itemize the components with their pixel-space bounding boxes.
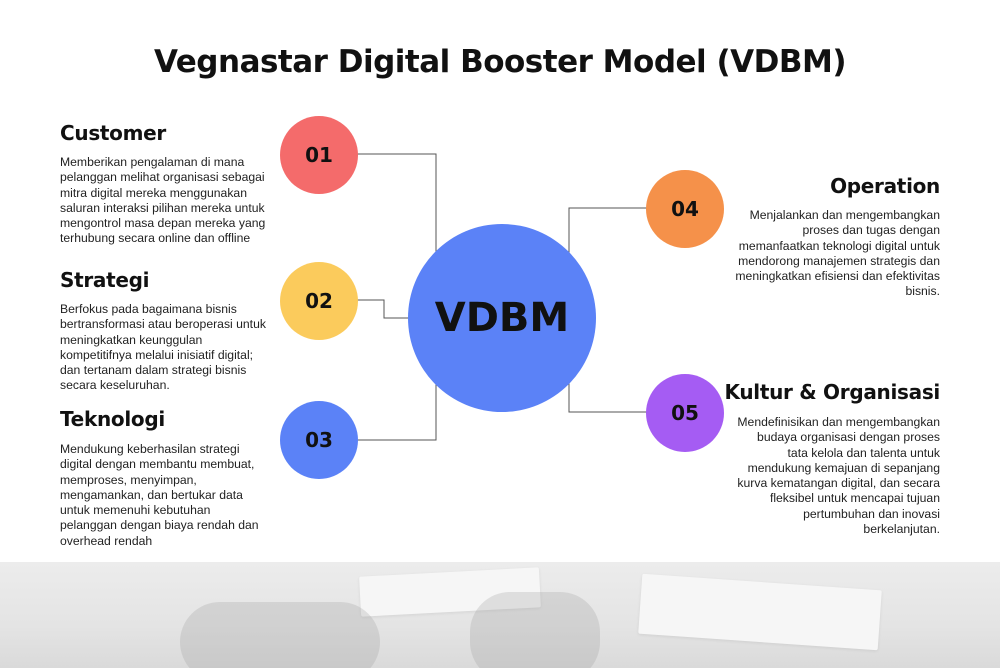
heading-teknologi: Teknologi <box>60 407 165 431</box>
background-hand <box>180 602 380 668</box>
center-circle: VDBM <box>408 224 596 412</box>
circle-03: 03 <box>280 401 358 479</box>
circle-02: 02 <box>280 262 358 340</box>
heading-customer: Customer <box>60 121 166 145</box>
description-operation: Menjalankan dan mengembangkan proses dan… <box>735 208 940 299</box>
circle-04-number: 04 <box>671 197 699 221</box>
circle-03-number: 03 <box>305 428 333 452</box>
description-customer: Memberikan pengalaman di mana pelanggan … <box>60 155 266 246</box>
circle-02-number: 02 <box>305 289 333 313</box>
connector-03 <box>357 384 437 441</box>
circle-04: 04 <box>646 170 724 248</box>
center-label: VDBM <box>434 295 570 341</box>
description-teknologi: Mendukung keberhasilan strategi digital … <box>60 442 259 548</box>
description-strategi: Berfokus pada bagaimana bisnis bertransf… <box>60 302 266 393</box>
description-kultur-organisasi: Mendefinisikan dan mengembangkan budaya … <box>737 415 940 537</box>
circle-01-number: 01 <box>305 143 333 167</box>
page-title: Vegnastar Digital Booster Model (VDBM) <box>153 44 847 80</box>
connector-02 <box>357 299 409 319</box>
connector-01 <box>357 153 437 256</box>
connector-04 <box>568 207 648 256</box>
background-photo <box>0 562 1000 668</box>
circle-01: 01 <box>280 116 358 194</box>
heading-operation: Operation <box>830 174 940 198</box>
heading-strategi: Strategi <box>60 268 150 292</box>
circle-05: 05 <box>646 374 724 452</box>
connector-05 <box>568 380 648 413</box>
heading-kultur-organisasi: Kultur & Organisasi <box>724 380 940 404</box>
background-hand <box>470 592 600 668</box>
circle-05-number: 05 <box>671 401 699 425</box>
